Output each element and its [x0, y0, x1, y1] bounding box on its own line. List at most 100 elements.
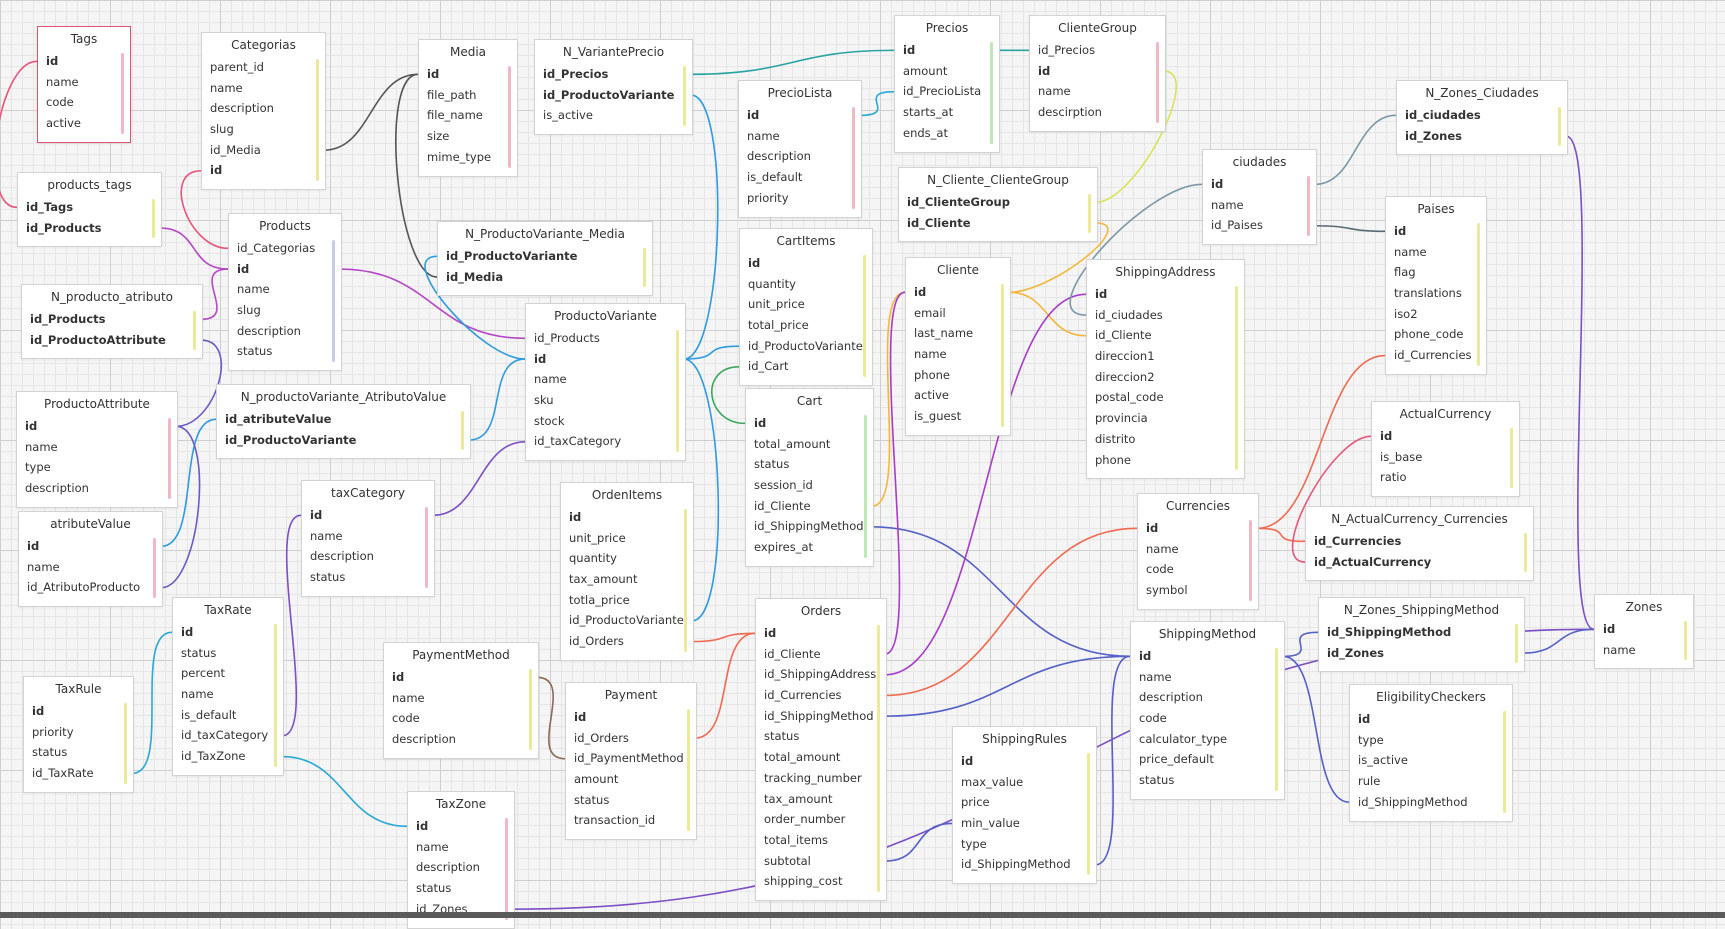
- relation-shippingaddress-id-ciudades-to-ciudades-id[interactable]: [1069, 183, 1203, 316]
- field-stock[interactable]: stock: [534, 413, 565, 428]
- field-id-orders[interactable]: id_Orders: [574, 730, 629, 745]
- field-id-shippingmethod[interactable]: id_ShippingMethod: [764, 708, 874, 723]
- field-id[interactable]: id: [181, 625, 194, 639]
- field-id[interactable]: id: [1146, 521, 1159, 535]
- field-name[interactable]: name: [1394, 244, 1427, 259]
- field-distrito[interactable]: distrito: [1095, 431, 1136, 446]
- field-is-base[interactable]: is_base: [1380, 449, 1423, 464]
- field-calculator-type[interactable]: calculator_type: [1139, 731, 1228, 746]
- field-id[interactable]: id: [754, 416, 767, 430]
- field-descirption[interactable]: descirption: [1038, 105, 1102, 120]
- field-id-cliente[interactable]: id_Cliente: [1095, 328, 1152, 343]
- field-name[interactable]: name: [1146, 541, 1179, 556]
- field-id[interactable]: id: [903, 43, 916, 57]
- field-id-media[interactable]: id_Media: [210, 142, 261, 157]
- relation-eligibilitycheckers-id-shippingmethod-to-shippingmethod-id[interactable]: [1282, 655, 1350, 803]
- relation-n-zones-ciudades-id-ciudades-to-ciudades-id[interactable]: [1314, 114, 1397, 186]
- field-id-precios[interactable]: id_Precios: [543, 67, 609, 81]
- field-status[interactable]: status: [754, 457, 790, 472]
- field-quantity[interactable]: quantity: [748, 276, 796, 291]
- field-ends-at[interactable]: ends_at: [903, 125, 948, 140]
- field-status[interactable]: status: [574, 792, 610, 807]
- field-name[interactable]: name: [1211, 197, 1244, 212]
- relation-n-varianteprecio-id-precios-to-precios-id[interactable]: [690, 49, 895, 76]
- relation-orders-id-currencies-to-currencies-id[interactable]: [884, 527, 1138, 697]
- field-phone[interactable]: phone: [914, 367, 950, 382]
- field-name[interactable]: name: [310, 528, 343, 543]
- field-iso2[interactable]: iso2: [1394, 306, 1418, 321]
- field-id-productovariante[interactable]: id_ProductoVariante: [446, 249, 578, 263]
- field-id[interactable]: id: [764, 626, 777, 640]
- field-active[interactable]: active: [914, 388, 949, 403]
- field-amount[interactable]: amount: [574, 772, 619, 787]
- field-id[interactable]: id: [569, 510, 582, 524]
- field-id[interactable]: id: [25, 419, 38, 433]
- field-id[interactable]: id: [1380, 429, 1393, 443]
- field-sku[interactable]: sku: [534, 393, 554, 408]
- field-is-default[interactable]: is_default: [747, 170, 803, 185]
- field-translations[interactable]: translations: [1394, 286, 1462, 301]
- field-price[interactable]: price: [961, 795, 990, 810]
- relation-products-tags-id-products-to-products-id[interactable]: [159, 227, 229, 270]
- field-id-precios[interactable]: id_Precios: [1038, 43, 1096, 57]
- field-description[interactable]: description: [237, 323, 301, 338]
- relation-n-productovariante-atributovalue-id-atributevalue-to-atributevalue-id[interactable]: [160, 418, 217, 548]
- relation-taxcategory-id-to-taxrate-id-taxcategory[interactable]: [281, 514, 302, 737]
- field-code[interactable]: code: [392, 711, 420, 726]
- field-starts-at[interactable]: starts_at: [903, 105, 954, 120]
- relation-n-zones-shippingmethod-id-shippingmethod-to-shippingmethod-id[interactable]: [1282, 631, 1319, 658]
- field-tax-amount[interactable]: tax_amount: [764, 791, 833, 806]
- relation-ciudades-id-paises-to-paises-id[interactable]: [1314, 224, 1386, 233]
- field-id-productovariante[interactable]: id_ProductoVariante: [569, 613, 684, 628]
- field-description[interactable]: description: [747, 149, 811, 164]
- relation-ordenitems-id-productovariante-to-productovariante-id[interactable]: [683, 358, 720, 622]
- field-description[interactable]: description: [310, 549, 374, 564]
- field-id[interactable]: id: [46, 54, 59, 68]
- field-id-shippingaddress[interactable]: id_ShippingAddress: [764, 667, 877, 682]
- field-id[interactable]: id: [961, 754, 974, 768]
- relation-orders-subtotal-to-shippingrules-min-value[interactable]: [884, 822, 953, 862]
- field-name[interactable]: name: [25, 439, 58, 454]
- field-id[interactable]: id: [1139, 649, 1152, 663]
- field-total-price[interactable]: total_price: [748, 318, 809, 333]
- relation-paises-id-currencies-to-currencies-id[interactable]: [1256, 354, 1386, 530]
- field-is-active[interactable]: is_active: [543, 108, 593, 123]
- field-size[interactable]: size: [427, 129, 450, 144]
- field-direccion2[interactable]: direccion2: [1095, 369, 1155, 384]
- field-status[interactable]: status: [237, 344, 273, 359]
- relation-media-id-to-n-productovariante-media-id-media[interactable]: [395, 73, 438, 278]
- relation-preciolista-id-to-precios-id-preciolista[interactable]: [859, 90, 895, 117]
- field-status[interactable]: status: [764, 729, 800, 744]
- field-name[interactable]: name: [392, 690, 425, 705]
- field-id-taxcategory[interactable]: id_taxCategory: [181, 728, 269, 743]
- field-id-atributevalue[interactable]: id_atributeValue: [225, 412, 332, 426]
- relation-shippingrules-id-shippingmethod-to-shippingmethod-id[interactable]: [1094, 655, 1131, 866]
- field-id[interactable]: id: [914, 285, 927, 299]
- relation-n-productovariante-media-id-productovariante-to-productovariante-id[interactable]: [424, 255, 526, 360]
- relation-n-producto-atributo-id-products-to-products-id[interactable]: [200, 268, 229, 321]
- relation-n-productovariante-atributovalue-id-productovariante-to-productovariante-id[interactable]: [468, 358, 526, 441]
- relation-n-actualcurrency-currencies-id-actualcurrency-to-actualcurrency-id[interactable]: [1291, 435, 1372, 563]
- field-id-zones[interactable]: id_Zones: [1405, 128, 1462, 143]
- field-flag[interactable]: flag: [1394, 265, 1416, 280]
- field-id[interactable]: id: [416, 819, 429, 833]
- field-id-products[interactable]: id_Products: [534, 331, 600, 345]
- field-name[interactable]: name: [416, 839, 449, 854]
- field-name[interactable]: name: [1038, 84, 1071, 99]
- field-id-ciudades[interactable]: id_ciudades: [1095, 307, 1163, 322]
- field-phone[interactable]: phone: [1095, 452, 1131, 467]
